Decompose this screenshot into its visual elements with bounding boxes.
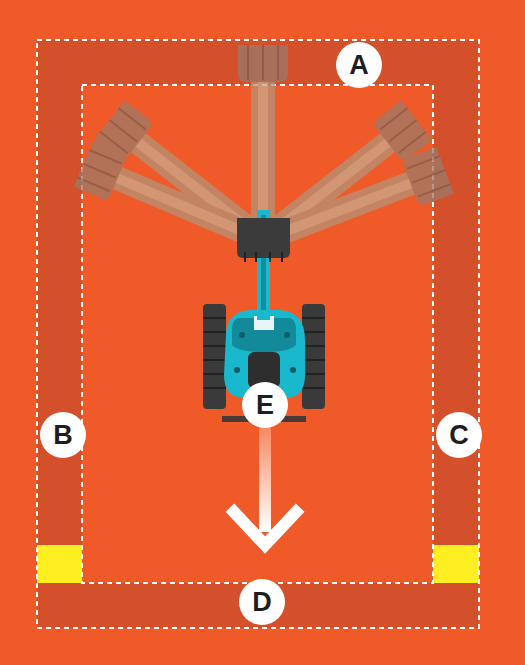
travel-direction-arrow	[234, 422, 296, 545]
buffer-band	[37, 40, 479, 628]
callout-circle: B	[40, 412, 86, 458]
arm-swing-positions	[74, 45, 454, 263]
callout-circle: A	[336, 42, 382, 88]
yellow-marker	[37, 545, 82, 583]
callout-circle: C	[436, 412, 482, 458]
callout-letter: E	[256, 392, 274, 419]
callout-letter: A	[349, 52, 369, 79]
callout-circle: D	[239, 579, 285, 625]
outer-dashed-boundary	[37, 40, 479, 628]
callout-letter: C	[449, 422, 469, 449]
callout-circle: E	[242, 382, 288, 428]
callout-letter: B	[53, 422, 73, 449]
yellow-marker	[433, 545, 479, 583]
callout-letter: D	[252, 589, 272, 616]
